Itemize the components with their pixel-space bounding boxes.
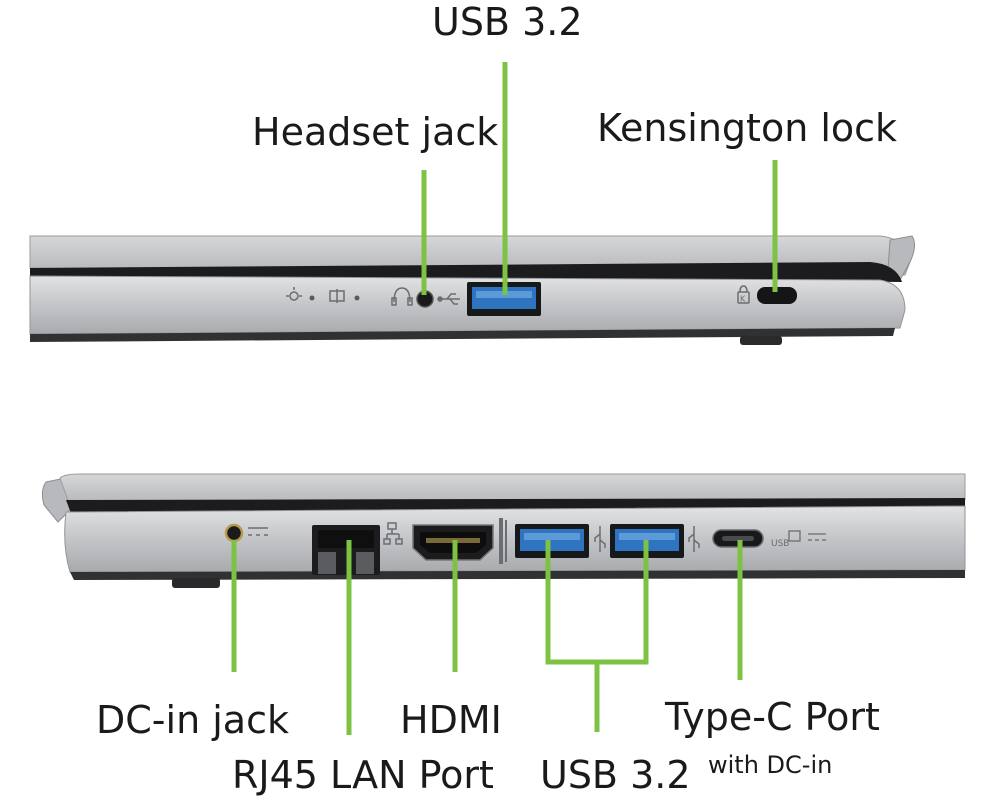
laptop-left-side: USB	[41, 473, 966, 588]
usb-symbol-icon	[688, 526, 700, 552]
label-rj45-lan-port: RJ45 LAN Port	[232, 753, 494, 797]
bottom-usb-a-port-1	[515, 524, 589, 558]
top-foot	[740, 336, 782, 345]
bottom-foot	[172, 578, 220, 588]
svg-text:USB: USB	[771, 539, 789, 549]
battery-indicator-icon	[329, 289, 360, 303]
top-bottom-edge	[30, 328, 895, 342]
kensington-slot	[757, 287, 797, 304]
label-kensington-lock: Kensington lock	[597, 106, 898, 150]
rj45-port	[312, 525, 380, 575]
label-hdmi: HDMI	[400, 698, 502, 742]
hdmi-logo-icon	[499, 518, 507, 564]
usb-c-symbol-icon: USB	[771, 530, 826, 549]
dc-in-jack-port	[224, 523, 244, 543]
usb-symbol-icon	[594, 526, 606, 552]
laptop-right-side: K	[29, 235, 916, 345]
label-usb-top: USB 3.2	[432, 0, 583, 44]
label-headset-jack: Headset jack	[252, 110, 499, 154]
callout-lines	[231, 62, 778, 735]
top-hinge	[887, 235, 916, 281]
label-type-c-port: Type-C Port	[665, 695, 880, 739]
dc-in-symbol-icon	[248, 527, 268, 536]
headset-icon	[391, 287, 413, 306]
label-type-c-sub: with DC-in	[708, 751, 833, 779]
power-indicator-icon	[286, 287, 315, 301]
label-usb-bottom: USB 3.2	[540, 753, 691, 797]
usb-symbol-icon	[437, 293, 460, 305]
bottom-base	[64, 505, 966, 573]
bottom-lid	[59, 473, 966, 507]
svg-text:K: K	[740, 295, 746, 304]
network-icon	[383, 522, 403, 545]
label-dc-in-jack: DC-in jack	[96, 698, 289, 742]
kensington-lock-icon: K	[737, 285, 750, 304]
